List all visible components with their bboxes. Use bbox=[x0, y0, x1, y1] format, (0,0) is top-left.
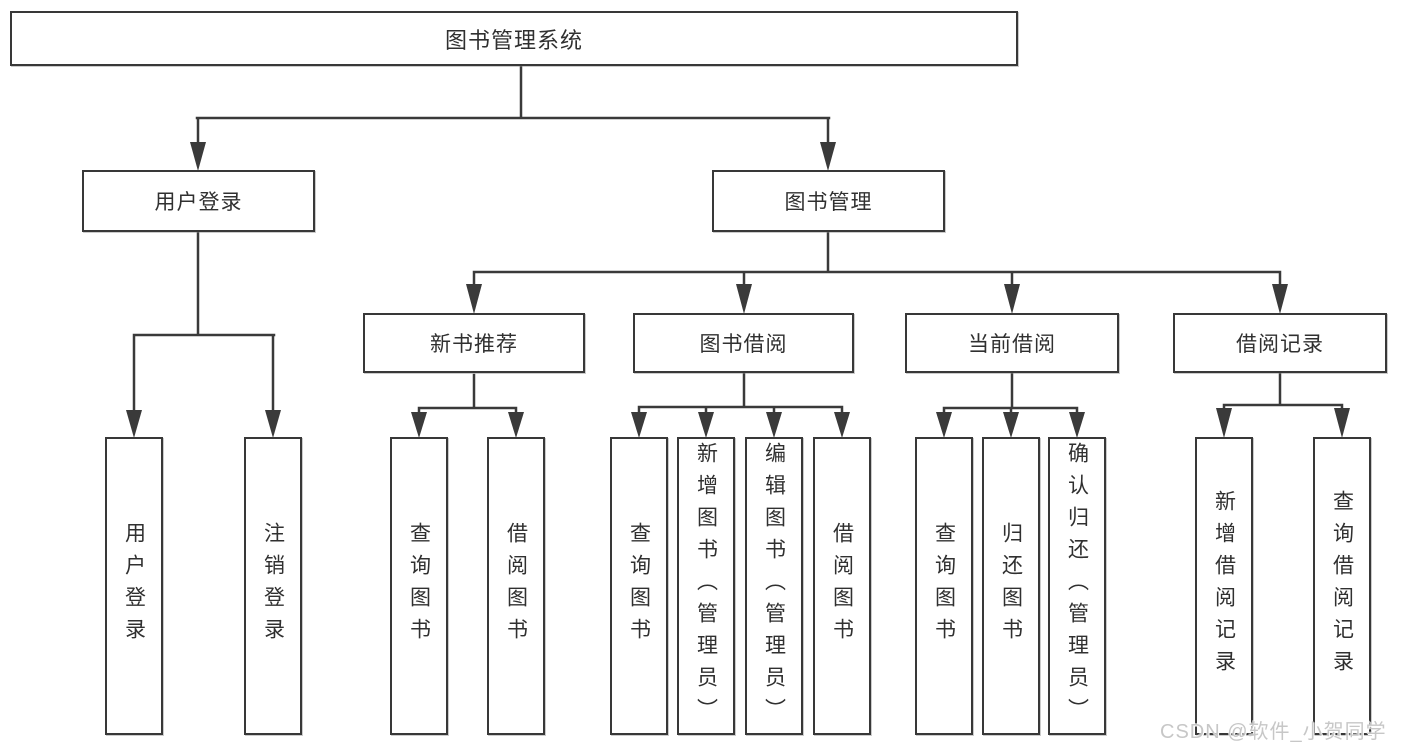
node-current-borrowing: 当前借阅 bbox=[905, 313, 1119, 373]
node-label: 借阅图书 bbox=[504, 522, 528, 650]
arrowhead bbox=[265, 410, 281, 438]
node-label: 查询借阅记录 bbox=[1330, 490, 1354, 682]
node-label: 查询图书 bbox=[932, 522, 956, 650]
arrowhead bbox=[820, 142, 836, 171]
node-label: 新增借阅记录 bbox=[1212, 490, 1236, 682]
node-borrow-books-1: 借阅图书 bbox=[487, 437, 545, 735]
arrowhead bbox=[1004, 284, 1020, 314]
node-label: 注销登录 bbox=[261, 522, 285, 650]
node-label: 借阅图书 bbox=[830, 522, 854, 650]
node-borrow-books-2: 借阅图书 bbox=[813, 437, 871, 735]
node-borrowing-records: 借阅记录 bbox=[1173, 313, 1387, 373]
node-label: 新书推荐 bbox=[430, 333, 518, 356]
watermark: CSDN @软件_小贺同学 bbox=[1160, 721, 1387, 743]
node-edit-book-admin: 编辑图书（管理员） bbox=[745, 437, 803, 735]
node-label: 当前借阅 bbox=[968, 333, 1056, 356]
node-book-management: 图书管理 bbox=[712, 170, 945, 232]
node-add-borrow-record: 新增借阅记录 bbox=[1195, 437, 1253, 735]
node-add-book-admin: 新增图书（管理员） bbox=[677, 437, 735, 735]
node-label: 编辑图书（管理员） bbox=[762, 442, 786, 730]
node-label: 用户登录 bbox=[122, 522, 146, 650]
arrowhead bbox=[126, 410, 142, 438]
arrowhead bbox=[1003, 412, 1019, 438]
node-label: 查询图书 bbox=[407, 522, 431, 650]
arrowhead bbox=[190, 142, 206, 171]
node-label: 查询图书 bbox=[627, 522, 651, 650]
arrowhead bbox=[411, 412, 427, 438]
arrowheads bbox=[126, 142, 1350, 438]
node-label: 图书管理系统 bbox=[444, 27, 583, 53]
arrowhead bbox=[631, 412, 647, 438]
node-query-books-2: 查询图书 bbox=[610, 437, 668, 735]
node-query-books-1: 查询图书 bbox=[390, 437, 448, 735]
node-label: 新增图书（管理员） bbox=[694, 442, 718, 730]
node-label: 确认归还（管理员） bbox=[1065, 442, 1089, 730]
node-label: 图书管理 bbox=[784, 191, 873, 214]
arrowhead bbox=[936, 412, 952, 438]
node-label: 图书借阅 bbox=[699, 333, 788, 356]
arrowhead bbox=[1334, 408, 1350, 438]
arrowhead bbox=[1216, 408, 1232, 438]
node-new-book-recommendation: 新书推荐 bbox=[363, 313, 585, 373]
arrowhead bbox=[1272, 284, 1288, 314]
node-return-books: 归还图书 bbox=[982, 437, 1040, 735]
node-label: 用户登录 bbox=[154, 191, 243, 214]
arrowhead bbox=[698, 412, 714, 438]
node-confirm-return-admin: 确认归还（管理员） bbox=[1048, 437, 1106, 735]
node-logout: 注销登录 bbox=[244, 437, 302, 735]
node-label: 借阅记录 bbox=[1236, 333, 1324, 356]
node-library-management-system: 图书管理系统 bbox=[10, 11, 1018, 66]
node-user-login-leaf: 用户登录 bbox=[105, 437, 163, 735]
node-label: 归还图书 bbox=[999, 522, 1023, 650]
arrowhead bbox=[766, 412, 782, 438]
node-book-borrowing: 图书借阅 bbox=[633, 313, 854, 373]
connector-lines bbox=[132, 64, 1344, 416]
node-user-login: 用户登录 bbox=[82, 170, 315, 232]
arrowhead bbox=[834, 412, 850, 438]
node-query-books-3: 查询图书 bbox=[915, 437, 973, 735]
node-query-borrow-record: 查询借阅记录 bbox=[1313, 437, 1371, 735]
arrowhead bbox=[466, 284, 482, 314]
arrowhead bbox=[1069, 412, 1085, 438]
arrowhead bbox=[508, 412, 524, 438]
arrowhead bbox=[736, 284, 752, 314]
